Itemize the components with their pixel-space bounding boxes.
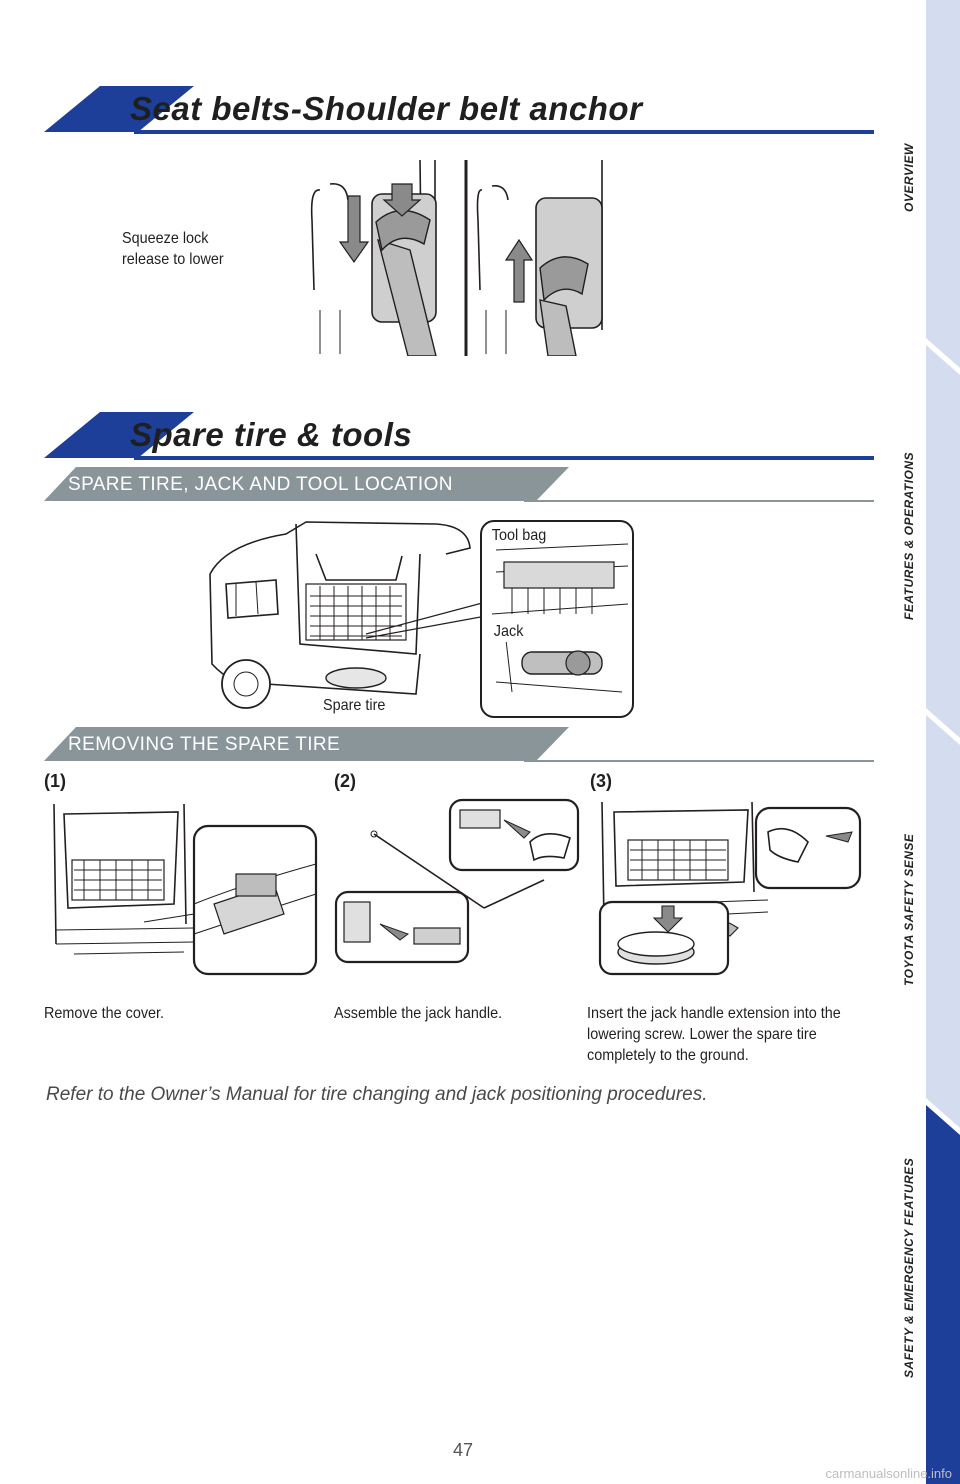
side-navigation [926, 0, 960, 1484]
label-jack: Jack [492, 621, 526, 642]
tools-callout-illustration [491, 543, 629, 693]
seatbelt-panel-right [476, 160, 603, 356]
watermark: carmanualsonline.info [825, 1466, 952, 1481]
nav-tab-overview-shape [926, 0, 960, 368]
subheader-label: SPARE TIRE, JACK AND TOOL LOCATION [68, 474, 453, 495]
label-tool-bag: Tool bag [490, 525, 549, 546]
seatbelt-caption: Squeeze lock release to lower [122, 230, 224, 268]
tools-callout-box [480, 520, 634, 718]
step-2-caption: Assemble the jack handle. [334, 1005, 503, 1022]
step-3-number: (3) [590, 771, 612, 791]
seatbelt-illustration [310, 160, 603, 356]
section-header-seatbelts: Seat belts-Shoulder belt anchor [44, 86, 874, 136]
owners-manual-note: Refer to the Owner’s Manual for tire cha… [46, 1084, 708, 1105]
subheader-rule [524, 500, 874, 502]
net-pattern [310, 586, 402, 640]
step-2-illustration [334, 798, 580, 964]
nav-tab-safety-sense-shape [926, 715, 960, 1128]
step-1-illustration [53, 804, 318, 976]
step-2-number: (2) [334, 771, 356, 791]
nav-tab-overview[interactable]: OVERVIEW [902, 143, 916, 212]
header-rule [134, 130, 874, 134]
subheader-band [44, 467, 569, 501]
seatbelt-panel-left [310, 160, 437, 356]
subheader-location: SPARE TIRE, JACK AND TOOL LOCATION [44, 467, 874, 503]
nav-tab-toyota-safety-sense[interactable]: TOYOTA SAFETY SENSE [902, 833, 916, 986]
header-rule [134, 456, 874, 460]
section-title: Seat belts-Shoulder belt anchor [130, 90, 643, 127]
subheader-rule [524, 760, 874, 762]
step-1-caption: Remove the cover. [44, 1005, 165, 1022]
step-1-number: (1) [44, 771, 66, 791]
step-3-caption: Insert the jack handle extension into th… [587, 1005, 841, 1064]
nav-tab-emergency-shape [926, 1105, 960, 1484]
section-header-spare-tire: Spare tire & tools [44, 412, 874, 462]
nav-tab-features-operations[interactable]: FEATURES & OPERATIONS [902, 451, 916, 620]
section-title: Spare tire & tools [130, 416, 413, 453]
nav-tab-features-shape [926, 345, 960, 738]
label-spare-tire: Spare tire [323, 697, 386, 714]
subheader-removing: REMOVING THE SPARE TIRE [44, 727, 874, 763]
page-number: 47 [452, 1440, 474, 1460]
step-3-illustration [598, 802, 862, 976]
subheader-label: REMOVING THE SPARE TIRE [68, 734, 341, 755]
nav-tab-safety-emergency[interactable]: SAFETY & EMERGENCY FEATURES [902, 1157, 916, 1378]
side-nav-shapes [926, 0, 960, 1484]
vehicle-rear-illustration [209, 521, 487, 709]
subheader-band [44, 727, 569, 761]
